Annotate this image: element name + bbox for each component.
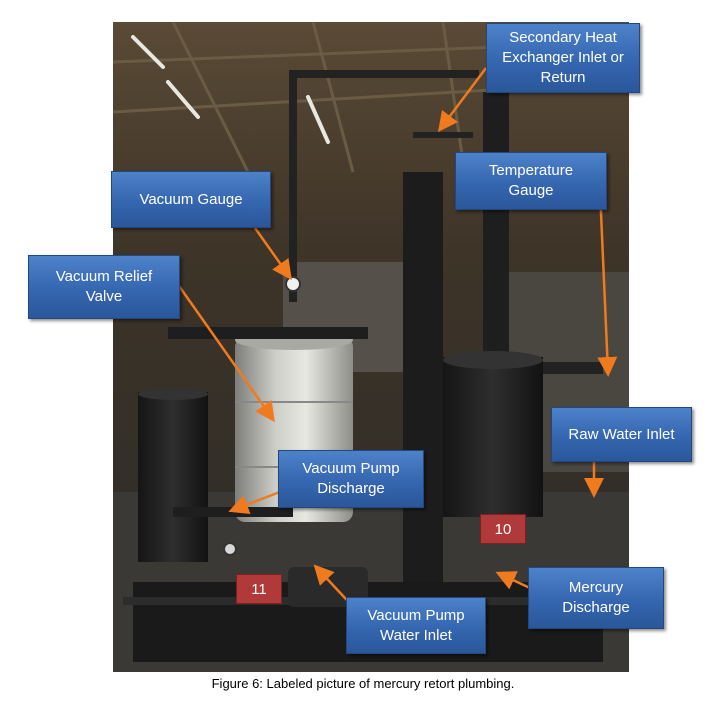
label-vacuum-relief-valve: Vacuum Relief Valve [28, 255, 180, 319]
label-mercury-discharge: Mercury Discharge [528, 567, 664, 629]
label-vacuum-pump-water-inlet: Vacuum Pump Water Inlet [346, 597, 486, 654]
arrow-vacuum-relief-valve [170, 275, 275, 423]
badge-10: 10 [480, 514, 526, 544]
arrow-temperature-gauge [597, 189, 618, 377]
arrow-mercury-discharge [495, 571, 531, 590]
label-raw-water-inlet: Raw Water Inlet [551, 407, 692, 462]
arrow-vacuum-pump-discharge [228, 488, 286, 514]
label-vacuum-gauge: Vacuum Gauge [111, 171, 271, 228]
arrow-vacuum-gauge [253, 227, 292, 281]
label-secondary-heat-exchanger: Secondary Heat Exchanger Inlet or Return [486, 23, 640, 93]
arrow-secondary-heat-exchanger [438, 67, 487, 132]
badge-11: 11 [236, 574, 282, 604]
label-vacuum-pump-discharge: Vacuum Pump Discharge [278, 450, 424, 508]
figure-caption: Figure 6: Labeled picture of mercury ret… [211, 676, 515, 691]
label-temperature-gauge: Temperature Gauge [455, 152, 607, 210]
